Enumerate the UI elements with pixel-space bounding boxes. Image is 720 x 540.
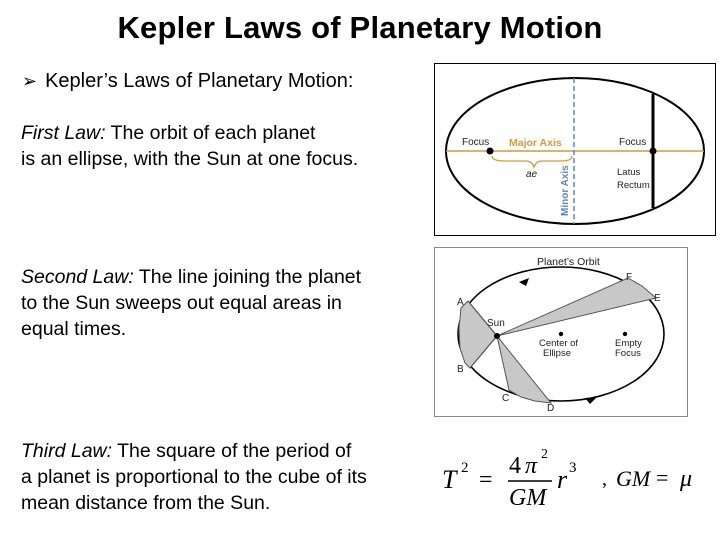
orbit-label: Planet’s Orbit: [537, 256, 600, 268]
third-law-paragraph: Third Law: The square of the period of a…: [21, 438, 441, 516]
empty-focus-label-2: Focus: [615, 348, 641, 359]
third-law-line1: The square of the period of: [112, 440, 352, 462]
formula-pi: π: [525, 453, 538, 479]
point-b-label: B: [457, 364, 464, 375]
slide-title: Kepler Laws of Planetary Motion: [117, 10, 603, 45]
empty-focus-dot: [622, 331, 628, 337]
second-law-paragraph: Second Law: The line joining the planet …: [21, 264, 441, 342]
center-label-2: Ellipse: [543, 348, 571, 359]
rectum-label: Rectum: [617, 180, 650, 191]
formula-t-exponent: 2: [461, 460, 469, 476]
focus-left-label: Focus: [462, 137, 489, 148]
formula-equals-2: =: [656, 465, 668, 490]
point-a-label: A: [457, 297, 464, 308]
formula-t: T: [442, 465, 458, 494]
third-law-lead: Third Law:: [21, 440, 113, 462]
first-law-lead: First Law:: [21, 122, 106, 144]
formula-mu: μ: [679, 466, 692, 492]
point-e-label: E: [654, 293, 661, 304]
point-d-label: D: [547, 403, 554, 414]
ellipse-diagram: Focus Major Axis Focus ae Minor Axis Lat…: [434, 63, 716, 236]
right-focus-dot: [649, 147, 657, 155]
swept-area-ab: [458, 300, 498, 369]
sun-dot: [494, 333, 500, 339]
second-law-line2: to the Sun sweeps out equal areas in: [21, 292, 342, 314]
formula-r-exponent: 3: [569, 460, 577, 476]
ae-label: ae: [526, 169, 538, 180]
second-law-lead: Second Law:: [21, 266, 134, 288]
planet-orbit-ellipse: [457, 266, 665, 402]
left-focus-dot: [486, 147, 494, 155]
bullet-heading-text: Kepler’s Laws of Planetary Motion:: [45, 70, 354, 92]
third-law-line2: a planet is proportional to the cube of …: [21, 466, 367, 488]
center-label-1: Center of: [539, 338, 578, 349]
focus-right-label: Focus: [619, 137, 646, 148]
formula-equals: =: [479, 467, 493, 493]
latus-label: Latus: [617, 167, 640, 178]
swept-area-ef: [496, 277, 658, 337]
second-law-line3: equal times.: [21, 318, 127, 340]
equal-areas-diagram: Planet’s Orbit Sun Center of Ellipse Emp…: [434, 247, 688, 417]
formula-r: r: [557, 465, 568, 494]
first-law-paragraph: First Law: The orbit of each planet is a…: [21, 120, 441, 172]
major-axis-label: Major Axis: [509, 137, 562, 149]
point-f-label: F: [626, 272, 632, 283]
second-law-line1: The line joining the planet: [133, 266, 362, 288]
orbit-arrow: [519, 278, 529, 286]
bullet-heading: ➢ Kepler’s Laws of Planetary Motion:: [22, 70, 353, 93]
formula-numerator-4: 4: [509, 453, 521, 479]
formula-gm: GM: [616, 466, 652, 491]
minor-axis-label: Minor Axis: [560, 165, 571, 216]
point-c-label: C: [502, 393, 509, 404]
third-law-formula: T 2 = 4 π 2 GM r 3 , GM = μ: [438, 440, 708, 520]
swept-area-cd: [496, 335, 553, 404]
sun-label: Sun: [487, 318, 505, 329]
arrow-bullet-icon: ➢: [22, 71, 38, 91]
ae-brace: [491, 155, 573, 170]
empty-focus-label-1: Empty: [615, 338, 642, 349]
formula-pi-exponent: 2: [541, 447, 548, 462]
orbit-arrow-lower: [585, 397, 597, 404]
formula-denominator: GM: [509, 485, 548, 511]
formula-comma: ,: [602, 468, 607, 490]
first-law-line1: The orbit of each planet: [105, 122, 316, 144]
third-law-line3: mean distance from the Sun.: [21, 492, 271, 514]
center-dot: [558, 331, 564, 337]
first-law-line2: is an ellipse, with the Sun at one focus…: [21, 148, 359, 170]
